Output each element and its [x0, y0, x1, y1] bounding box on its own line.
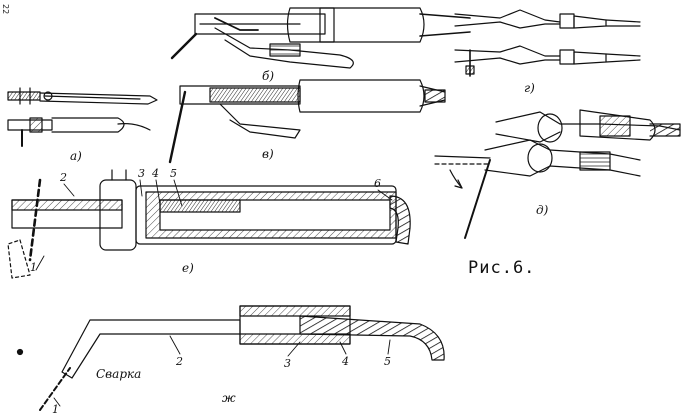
panel-label-v: в): [262, 147, 274, 161]
part-number-zh-3: 3: [284, 357, 291, 370]
part-number-zh-2: 2: [176, 355, 183, 368]
part-number-zh-5: 5: [384, 355, 391, 368]
part-number-e-5: 5: [170, 167, 177, 180]
panel-label-e: е): [182, 261, 194, 275]
part-number-e-3: 3: [138, 167, 145, 180]
holder-a-top: [7, 87, 158, 105]
page-number: 22: [1, 4, 10, 15]
holder-e-section: [7, 169, 411, 279]
holder-zh-torch: [16, 305, 445, 411]
panel-label-a: а): [70, 149, 82, 163]
part-number-e-2: 2: [60, 171, 67, 184]
part-number-e-6: 6: [374, 177, 381, 190]
part-number-zh-1: 1: [52, 403, 59, 416]
panel-label-zh: ж: [222, 391, 236, 405]
holder-b: [170, 7, 471, 69]
holder-a-bottom: [7, 117, 151, 147]
panel-label-b: б): [262, 69, 275, 83]
part-number-e-1: 1: [30, 261, 37, 274]
holder-d-bottom: [434, 139, 641, 239]
holder-d-top: [495, 109, 681, 143]
annotation-svarka: Сварка: [96, 367, 142, 381]
panel-label-d: д): [536, 203, 549, 217]
panel-label-g: г): [524, 81, 535, 95]
part-number-zh-4: 4: [342, 355, 349, 368]
figure-caption: Рис.6.: [468, 258, 536, 278]
holder-g-bottom: [454, 45, 641, 77]
holder-g-top: [454, 9, 641, 29]
part-number-e-4: 4: [152, 167, 159, 180]
holder-v: [168, 79, 446, 164]
leader-lines: [35, 179, 393, 407]
